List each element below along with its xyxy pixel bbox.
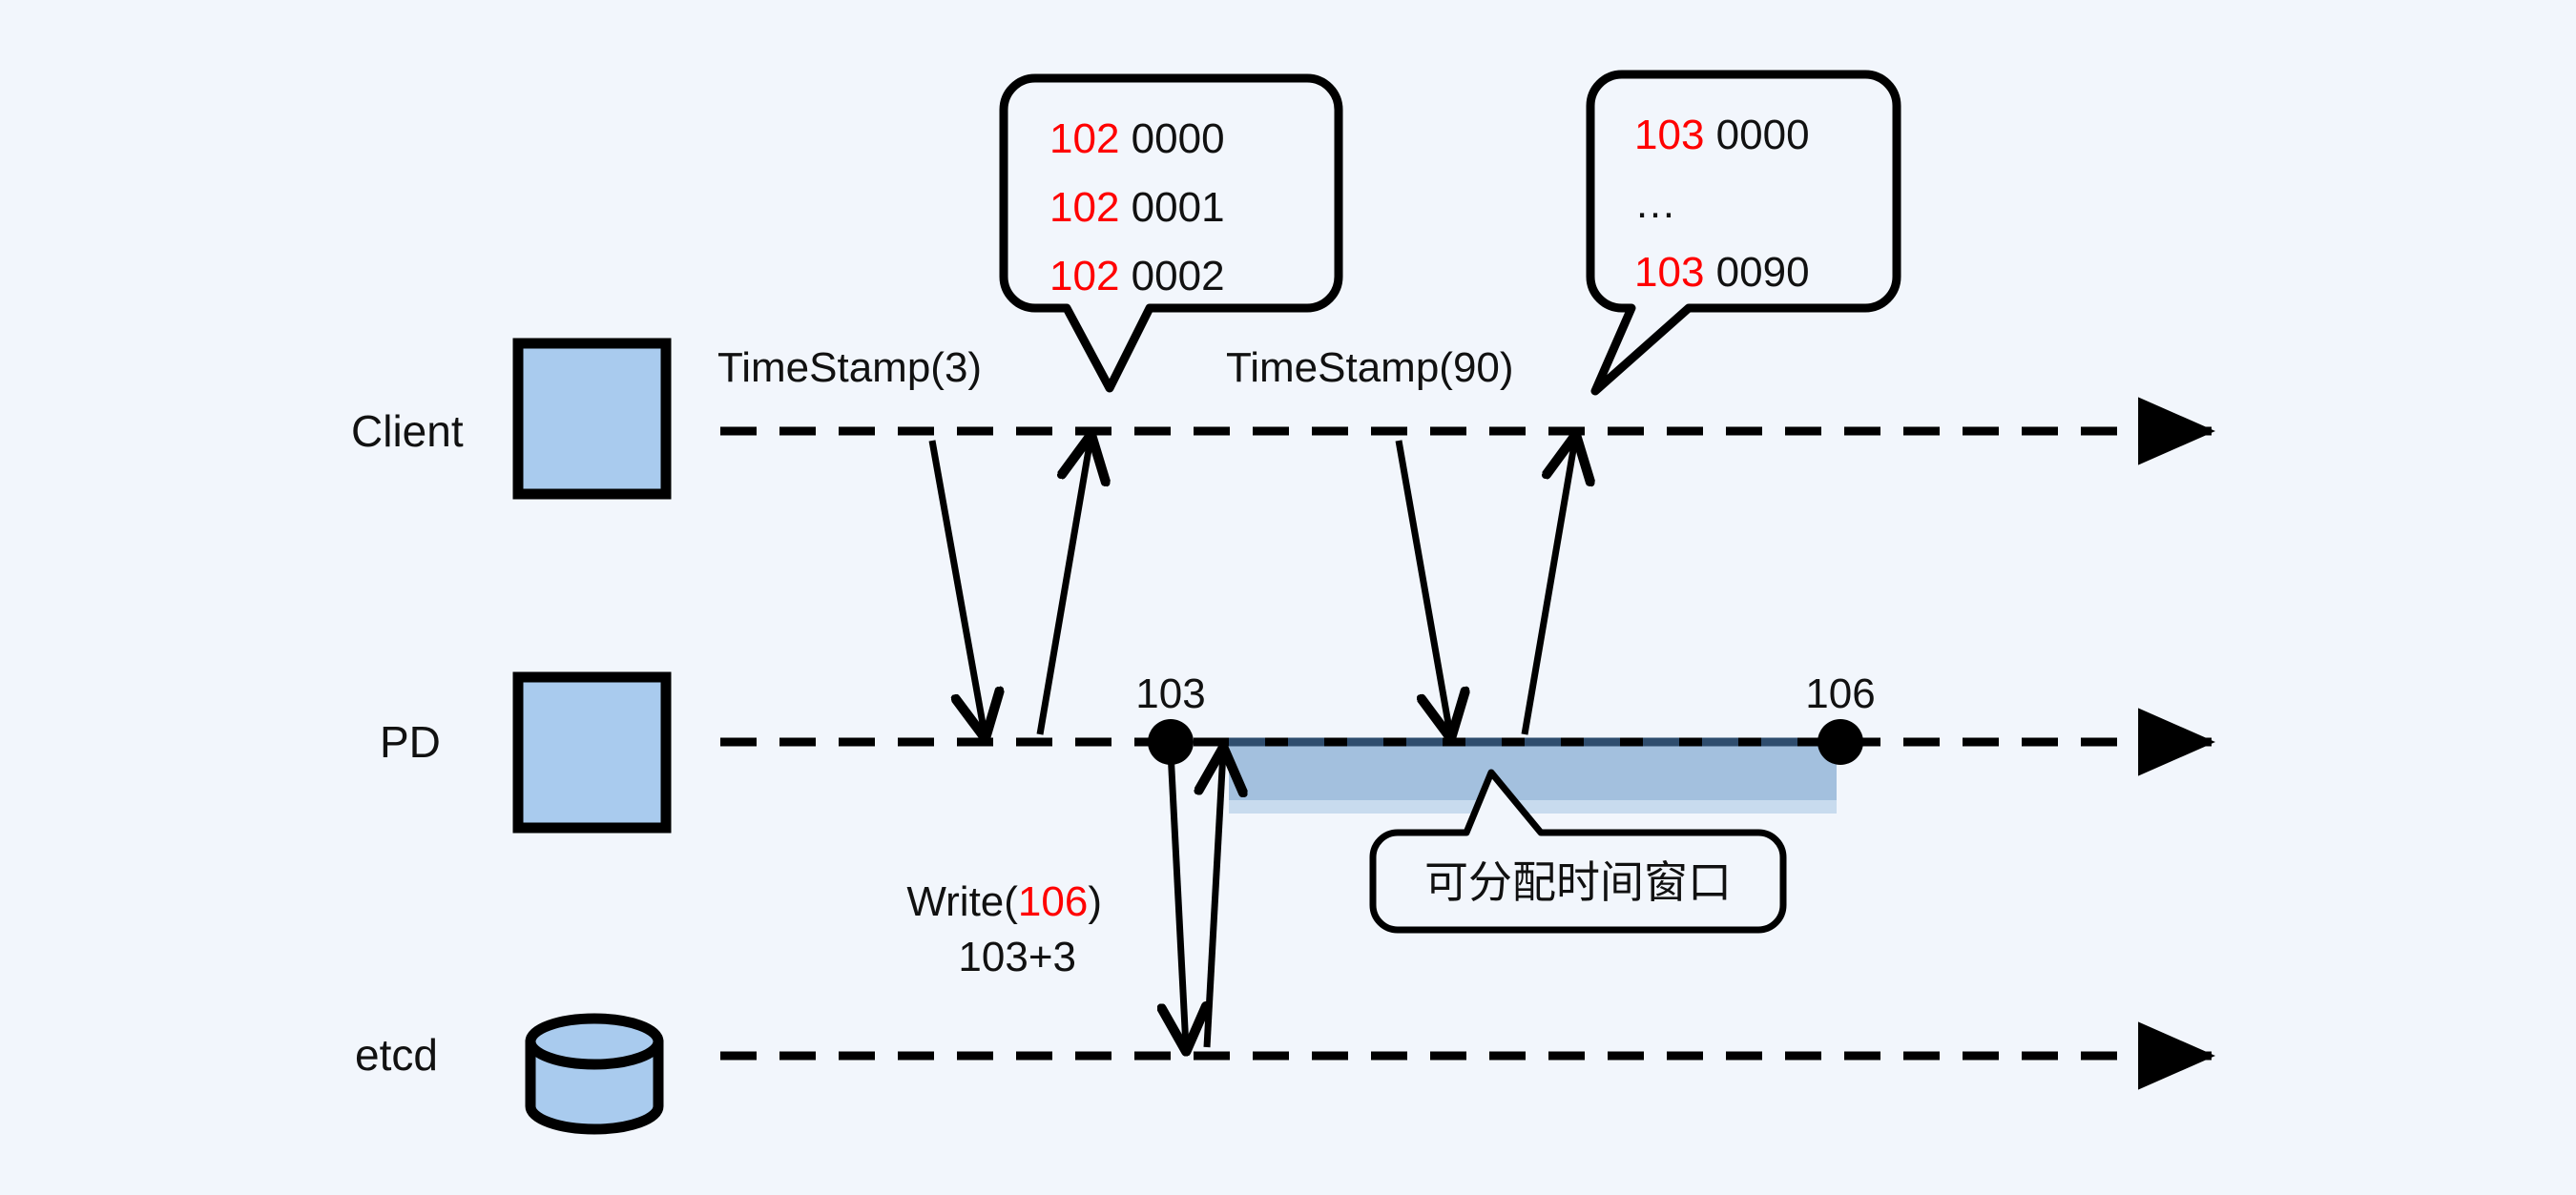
lane-etcd: etcd [355,1013,2216,1135]
arrow-client-to-pd-2 [1395,440,1450,734]
pd-marker-103-label: 103 [1135,670,1205,717]
callout-103: 103 0000 … 103 0090 [1586,70,1901,396]
callout-103-bubble [1586,70,1901,396]
callout-102: 102 0000 102 0001 102 0002 [999,73,1343,393]
arrow-pd-to-etcd [1171,751,1186,1047]
pd-marker-103: 103 [1135,670,1206,765]
lane-label-client: Client [351,406,464,456]
pd-marker-103-dot [1148,719,1194,765]
arrow-pd-to-client-2 [1521,439,1575,735]
message-label-timestamp-90: TimeStamp(90) [1226,344,1514,391]
allocatable-window-note: 可分配时间窗口 [1369,769,1787,934]
callout-103-line-0: 103 0000 [1634,112,1810,158]
lane-client: Client [351,338,2216,500]
lane-node-client [512,338,672,500]
arrow-etcd-to-pd [1207,752,1223,1048]
callout-102-line-1: 102 0001 [1049,184,1225,231]
message-label-timestamp-3: TimeStamp(3) [717,344,982,391]
pd-marker-106: 106 [1805,670,1876,765]
allocatable-window-note-label: 可分配时间窗口 [1424,856,1732,908]
pd-marker-106-dot [1818,719,1863,765]
lane-label-pd: PD [380,717,441,767]
lane-label-etcd: etcd [355,1030,438,1080]
callout-102-bubble [999,73,1343,393]
write-value: 106 [1018,878,1088,925]
lane-node-etcd [525,1013,664,1135]
allocatable-window-band [1229,738,1837,814]
write-prefix: Write( [906,878,1018,925]
message-timestamp-3: TimeStamp(3) [717,344,1091,734]
message-label-write-106: Write(106) [906,878,1102,925]
arrow-pd-to-client-1 [1036,439,1091,735]
message-timestamp-90: TimeStamp(90) [1226,344,1575,734]
pd-marker-106-label: 106 [1805,670,1875,717]
callout-102-line-0: 102 0000 [1049,115,1225,162]
message-label-write-106-line2: 103+3 [958,934,1076,980]
callout-103-line-1: … [1634,180,1676,227]
allocatable-window-note-bubble [1369,769,1787,934]
message-write-106: Write(106) 103+3 [906,752,1223,1047]
lane-node-pd [512,671,672,834]
write-suffix: ) [1088,878,1102,925]
lane-pd: PD [380,671,2216,834]
callout-103-line-2: 103 0090 [1634,249,1810,296]
callout-102-line-2: 102 0002 [1049,253,1225,299]
arrow-client-to-pd-1 [928,440,985,734]
